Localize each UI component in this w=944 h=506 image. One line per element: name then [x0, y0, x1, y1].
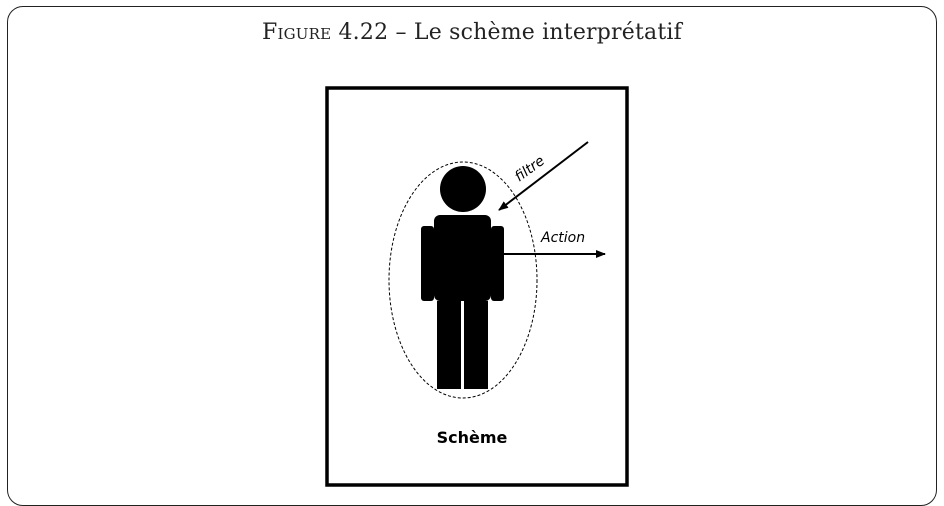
person-left-leg [437, 301, 461, 389]
person-right-arm [491, 226, 504, 301]
caption-number: 4.22 [338, 20, 389, 45]
action-label: Action [540, 230, 585, 246]
filter-arrow [498, 141, 589, 211]
person-head [440, 166, 486, 212]
figure-caption: Figure 4.22 – Le schème interprétatif [0, 20, 944, 45]
person-left-arm [421, 226, 434, 301]
caption-separator: – [395, 20, 407, 45]
person-right-leg [464, 301, 488, 389]
caption-prefix: Figure [262, 20, 332, 45]
scheme-diagram: filtre Action Schème [325, 86, 629, 487]
person-torso [434, 215, 491, 301]
scheme-label: Schème [437, 428, 508, 447]
caption-title: Le schème interprétatif [413, 20, 682, 45]
dashed-ellipse [388, 161, 538, 399]
person-silhouette-icon [421, 166, 504, 389]
